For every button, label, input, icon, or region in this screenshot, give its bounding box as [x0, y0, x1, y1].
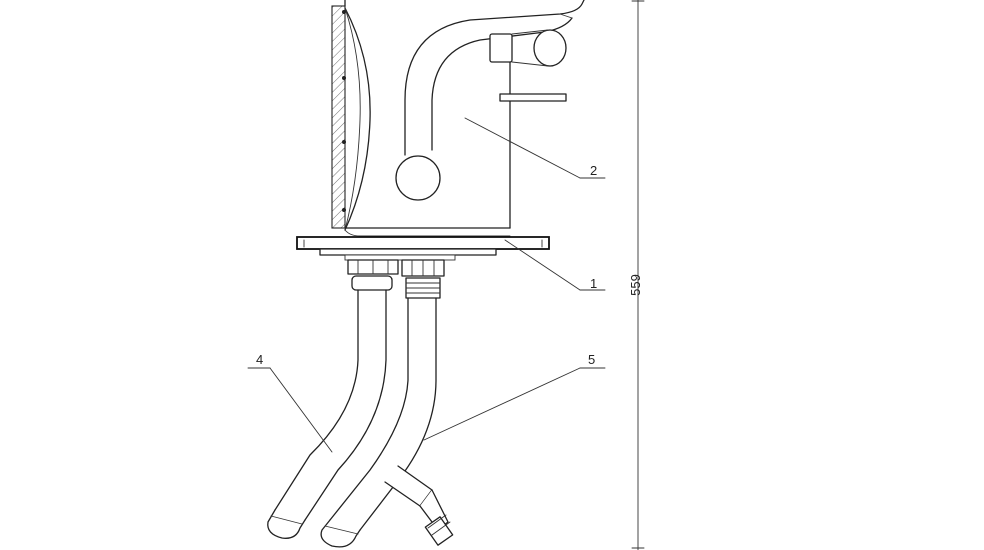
callout-2: 2 [590, 163, 597, 178]
body-curved-inner-edge [344, 7, 371, 231]
diverter-bar [499, 93, 567, 102]
hose-left [267, 289, 387, 539]
callout-1: 1 [590, 276, 597, 291]
callout-4: 4 [256, 352, 263, 367]
aerator-nozzle-icon [533, 29, 567, 67]
aerator-housing [489, 33, 513, 63]
faucet-body [331, 0, 511, 237]
body-section-hatch [331, 5, 346, 229]
leader-lines [247, 117, 606, 453]
callout-5: 5 [588, 352, 595, 367]
hose-right [320, 297, 454, 548]
handle-knob-icon [395, 155, 441, 201]
hose-fittings [347, 259, 445, 299]
dimension-label: 559 [628, 274, 643, 296]
faucet-spout [395, 0, 585, 201]
dimension-line: 559 [628, 0, 645, 550]
mounting-plate [296, 236, 550, 261]
